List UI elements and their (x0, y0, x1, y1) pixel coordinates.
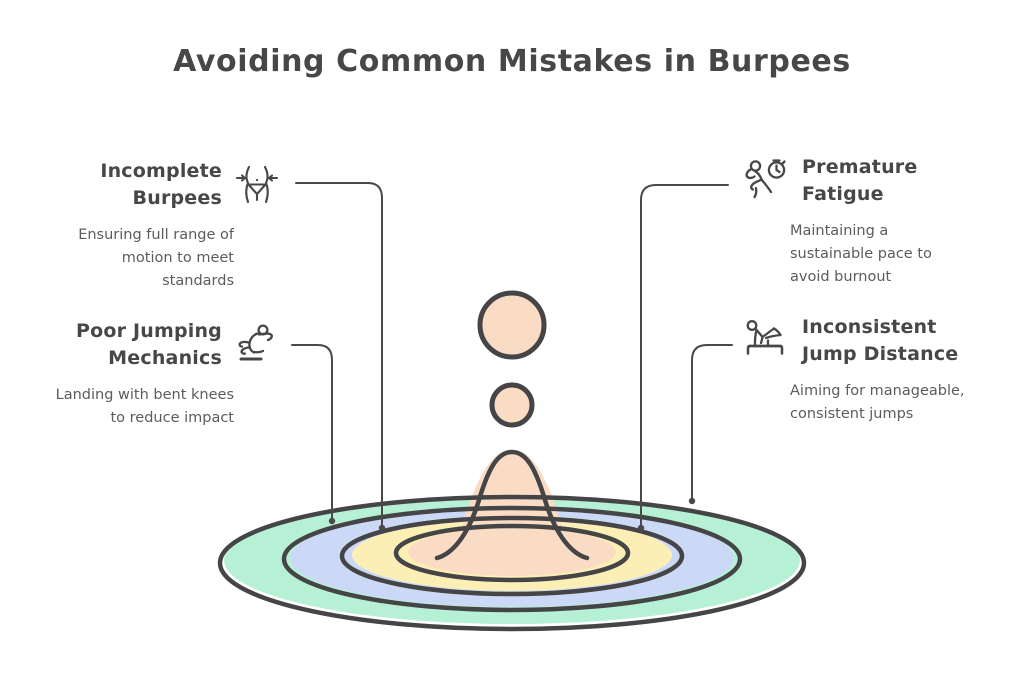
connector-inconsistent-jump (691, 344, 733, 502)
small-floating-circle (489, 382, 535, 428)
item-description: Maintaining a sustainable pace to avoid … (790, 222, 932, 285)
item-header: Premature Fatigue (742, 154, 1002, 208)
item-header: Inconsistent Jump Distance (742, 314, 1002, 368)
item-inconsistent-jump-distance: Inconsistent Jump Distance Aiming for ma… (742, 314, 1002, 426)
connector-poor-jumping (291, 344, 333, 522)
item-title: Inconsistent Jump Distance (802, 316, 959, 365)
large-floating-circle (477, 290, 547, 360)
item-title: Incomplete Burpees (100, 160, 222, 209)
connector-lines (291, 182, 733, 532)
connector-endpoint-poor-jumping (328, 517, 336, 525)
item-title: Premature Fatigue (802, 156, 918, 205)
splash-base-fill (416, 531, 608, 575)
item-title: Poor Jumping Mechanics (75, 320, 222, 369)
ring-outlines (217, 494, 807, 632)
ring-outline-1 (217, 494, 807, 632)
item-description: Landing with bent knees to reduce impact (55, 386, 234, 426)
item-header: Incomplete Burpees (22, 158, 282, 212)
ring-outline-3 (339, 515, 685, 597)
item-poor-jumping-mechanics: Poor Jumping Mechanics Landing with bent… (22, 318, 282, 430)
connector-endpoint-incomplete-burpees (378, 524, 386, 532)
jumping-person-icon (232, 319, 282, 369)
item-description: Aiming for manageable, consistent jumps (790, 382, 965, 422)
item-description: Ensuring full range of motion to meet st… (78, 226, 234, 289)
page-title: Avoiding Common Mistakes in Burpees (173, 44, 851, 79)
splash-body-fill (455, 450, 569, 556)
splash-peak-outline (434, 449, 590, 561)
ring-outline-4 (393, 523, 631, 583)
item-incomplete-burpees: Incomplete Burpees Ensuring full range o… (22, 158, 282, 293)
connector-endpoint-inconsistent-jump (688, 497, 696, 505)
connector-incomplete-burpees (295, 182, 383, 529)
connector-premature-fatigue (640, 184, 729, 529)
item-premature-fatigue: Premature Fatigue Maintaining a sustaina… (742, 154, 1002, 289)
ring-outline-2 (281, 505, 743, 613)
waist-measure-icon (232, 159, 282, 209)
runner-stopwatch-icon (742, 155, 792, 205)
item-header: Poor Jumping Mechanics (22, 318, 282, 372)
connector-endpoint-premature-fatigue (637, 524, 645, 532)
box-jump-icon (742, 315, 792, 365)
